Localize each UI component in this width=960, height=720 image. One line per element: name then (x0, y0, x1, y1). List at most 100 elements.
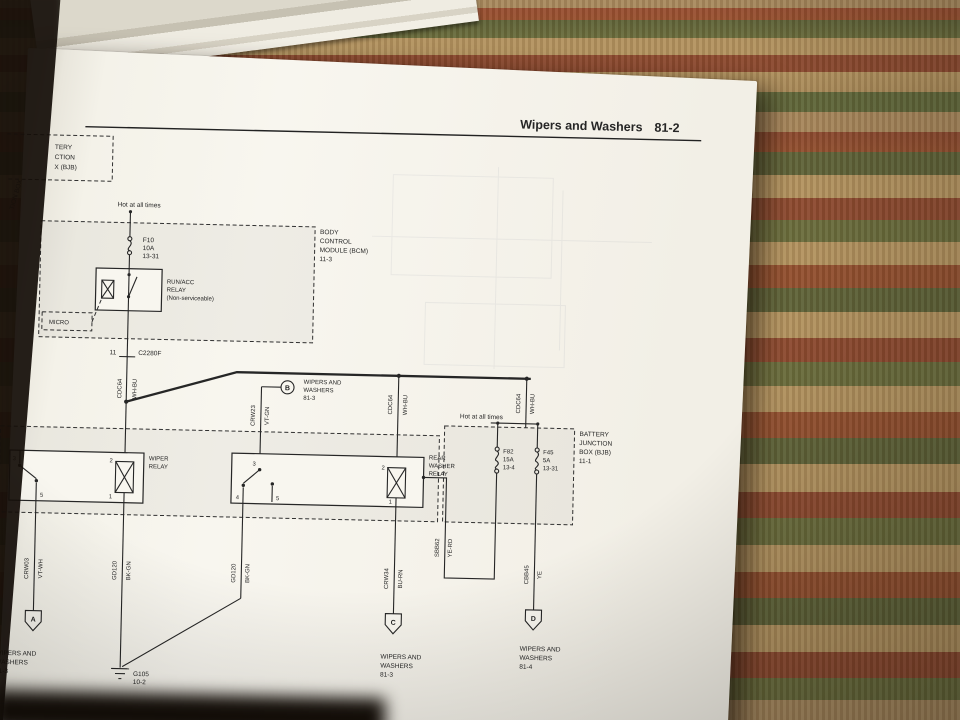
wire-crw03-color: VT-WH (38, 559, 44, 578)
connector-c-dest-line2: WASHERS (380, 663, 413, 671)
fuse-f45-name: F45 (543, 450, 554, 456)
connector-d-dest-line3: 81-4 (519, 664, 533, 671)
connector-c-dest-line1: WIPERS AND (380, 654, 421, 662)
partial-bjb-line2: CTION (55, 154, 76, 161)
rear-washer-relay-label-line2: WASHER (429, 464, 456, 471)
connector-d-letter: D (531, 616, 536, 623)
fuse-f45-rating: 5A (543, 458, 550, 464)
gd120-wires-ground: GD120 BK-GN GD120 BK-GN G105 10-2 (111, 502, 252, 686)
wire-sbb62-circuit: SBB62 (435, 538, 441, 557)
bcm-label-line3: MODULE (BCM) (320, 247, 369, 255)
fuse-f82-ref: 13-4 (503, 465, 516, 471)
partial-bjb-line1: TERY (55, 144, 73, 151)
wire-sbb62-color: YE-RD (448, 538, 454, 557)
wire-crw03-circuit: CRW03 (24, 557, 30, 579)
connector-c-dest-line3: 81-3 (380, 672, 394, 679)
wire-cdc64-left-color: WH-BU (132, 379, 138, 399)
connector-name-c2280f: C2280F (138, 350, 161, 358)
rear-washer-relay-pin5: 5 (276, 496, 279, 502)
wire-cdc64-right-circuit: CDC64 (516, 393, 522, 413)
wire-crw23-circuit: CRW23 (251, 404, 257, 426)
rear-washer-relay-pin1: 1 (389, 500, 392, 506)
wire-crw34-circuit: CRW34 (384, 567, 390, 589)
wiper-relay-pin2: 2 (110, 458, 113, 464)
page-title: Wipers and Washers (520, 118, 643, 135)
cbb45-wire-connector-d: CBB45 YE D WIPERS AND WASHERS 81-4 (519, 473, 561, 671)
wire-gd120-left-color: BK-GN (126, 561, 132, 580)
crw34-wire-connector-c: CRW34 BU-RN C WIPERS AND WASHERS 81-3 (380, 506, 422, 679)
connector-a-dest-line2: WASHERS (0, 659, 29, 667)
bjb-label-line2: JUNCTION (579, 440, 612, 448)
connector-c2280f: 11 C2280F (109, 310, 161, 463)
connector-b-dest-line1: WIPERS AND (304, 380, 342, 387)
rear-washer-relay: REAR WASHER RELAY 3 2 4 5 1 (230, 452, 456, 509)
fuse-f82-name: F82 (503, 449, 514, 455)
wiper-relay-pin5: 5 (40, 493, 43, 499)
fuse-f10-ref: 13-31 (142, 253, 159, 260)
wire-crw23-color: VT-GN (265, 407, 271, 425)
bcm-label-line1: BODY (320, 229, 339, 236)
fuse-f10: F10 10A 13-31 (126, 211, 160, 269)
wire-cdc64-right-color: WH-BU (530, 394, 536, 414)
bcm-label-line4: 11-3 (319, 256, 332, 263)
bjb-label-line4: 11-1 (579, 458, 592, 465)
wire-cdc64-mid-circuit: CDC64 (388, 394, 394, 414)
wire-cbb45-circuit: CBB45 (524, 565, 530, 585)
bcm-module-box: BODY CONTROL MODULE (BCM) 11-3 (38, 220, 369, 344)
bjb-box: BATTERY JUNCTION BOX (BJB) 11-1 (442, 425, 613, 526)
ground-symbol (111, 667, 130, 680)
wire-cbb45-color: YE (537, 571, 543, 579)
connector-a-letter: A (31, 617, 36, 624)
run-acc-label-line1: RUN/ACC (167, 280, 195, 287)
fuse-f82-rating: 15A (503, 457, 514, 463)
connector-d-dest-line1: WIPERS AND (520, 646, 561, 654)
ground-ref: 10-2 (133, 679, 147, 686)
fuse-f45-ref: 13-31 (543, 466, 559, 472)
fuse-f10-rating: 10A (143, 245, 155, 252)
wiper-relay-label-line1: WIPER (149, 456, 169, 462)
ground-name: G105 (133, 671, 149, 678)
run-acc-label-line3: (Non-serviceable) (166, 296, 213, 303)
wire-gd120-right-circuit: GD120 (231, 563, 237, 583)
fuse-f82: F82 15A 13-4 (494, 446, 516, 474)
connector-a-dest-line1: WIPERS AND (0, 650, 37, 658)
rear-washer-relay-pin3: 3 (252, 462, 255, 468)
wiper-relay-pin1: 1 (109, 494, 112, 500)
wire-crw34-color: BU-RN (398, 569, 404, 588)
bjb-label-line3: BOX (BJB) (579, 449, 611, 457)
partial-bjb-box: TERY CTION X (BJB) (6, 133, 114, 182)
connector-d-dest-line2: WASHERS (519, 655, 552, 663)
rear-washer-relay-label-line3: RELAY (429, 472, 448, 478)
run-acc-relay: RUN/ACC RELAY (Non-serviceable) (94, 267, 214, 313)
fuse-f10-name: F10 (143, 237, 155, 244)
connector-b-dest-line2: WASHERS (303, 388, 333, 395)
micro-box: MICRO (41, 298, 102, 332)
micro-label: MICRO (49, 320, 69, 326)
wire-gd120-left-circuit: GD120 (112, 560, 118, 580)
run-acc-label-line2: RELAY (167, 288, 186, 294)
rear-washer-relay-pin4: 4 (236, 495, 240, 501)
wire-cdc64-left-circuit: CDC64 (117, 378, 123, 398)
cdc64-power-bus (124, 371, 531, 468)
bjb-hot-label: Hot at all times (460, 413, 504, 421)
wire-gd120-right-color: BK-GN (245, 564, 251, 583)
rear-washer-relay-pin2: 2 (381, 465, 384, 471)
rear-washer-relay-label-line1: REAR (429, 456, 446, 462)
connector-b-dest-line3: 81-3 (303, 396, 316, 402)
page-bleed-through (371, 167, 652, 370)
wiper-relay-label-line2: RELAY (149, 464, 168, 470)
connector-b-letter: B (285, 385, 290, 392)
bcm-hot-label: Hot at all times (118, 201, 162, 209)
connector-pin-11: 11 (109, 349, 116, 356)
bjb-label-line1: BATTERY (579, 431, 609, 439)
page-number: 81-2 (654, 121, 679, 136)
partial-bjb-line3: X (BJB) (54, 164, 77, 172)
sbb62-wire: SBB62 YE-RD (423, 473, 498, 580)
wire-cdc64-mid-color: WH-BU (403, 395, 409, 415)
connector-c-letter: C (391, 620, 396, 627)
wiper-relay: WIPER RELAY 3 2 5 1 (8, 449, 169, 504)
header-rule (85, 125, 702, 142)
bcm-label-line2: CONTROL (320, 238, 352, 246)
